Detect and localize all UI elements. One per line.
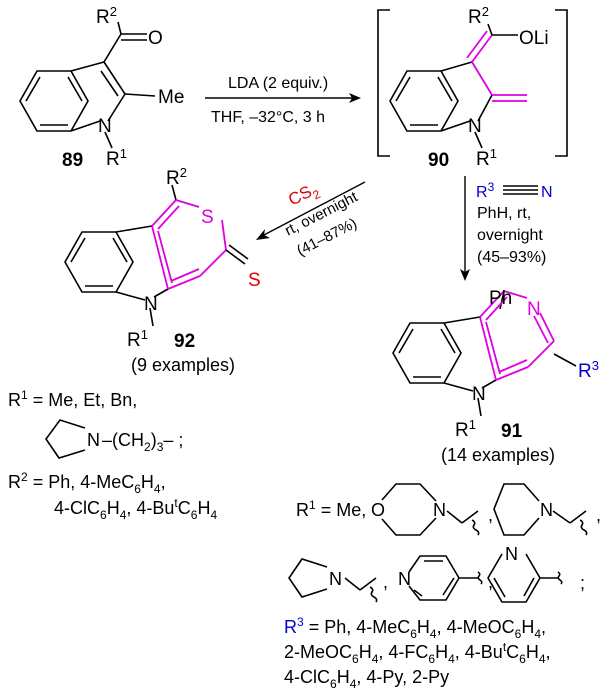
- separator-2: ,: [596, 505, 601, 525]
- reaction-arrow-2: [261, 181, 366, 237]
- c91-examples: (14 examples): [441, 445, 555, 465]
- c91-r1: R1: [455, 417, 476, 441]
- c92-examples: (9 examples): [131, 355, 235, 375]
- morpholine-nitrogen: N: [433, 500, 446, 520]
- right-r3-definition: R3 = Ph, 4-MeC6H4, 4-MeOC6H4,: [284, 615, 546, 641]
- c91-nitrogen: N: [472, 384, 486, 405]
- step3-conditions-1: PhH, rt,: [477, 205, 531, 222]
- step3-nitrile-n: N: [541, 184, 553, 201]
- compound-91: [392, 290, 577, 417]
- step1-conditions: THF, –32°C, 3 h: [211, 109, 325, 126]
- c91-phenyl: Ph: [489, 288, 512, 309]
- arrowhead-1: [349, 93, 361, 103]
- left-r2-definition: R2 = Ph, 4-MeC6H4,: [8, 470, 166, 496]
- 4-pyridyl-group: [408, 555, 483, 601]
- pyrrolidine-nitrogen: N: [329, 569, 342, 589]
- c92-r2: R2: [166, 165, 187, 189]
- step3-conditions-2: overnight: [477, 227, 543, 244]
- nitrile-bond: [503, 185, 538, 195]
- 3-pyridyl-nitrogen: N: [505, 544, 518, 564]
- c89-r1: R1: [106, 146, 127, 170]
- bracket-left: [377, 9, 390, 157]
- right-r3-definition-line2: 2-MeOC6H4, 4-FC6H4, 4-ButC6H4,: [284, 640, 551, 666]
- compound-90: [389, 61, 493, 149]
- pyrrolidinomethyl-group: [288, 558, 378, 603]
- left-r1-definition: R1 = Me, Et, Bn,: [8, 388, 137, 410]
- 3-pyridyl-group: [487, 553, 563, 603]
- compound-92-highlight: [151, 199, 227, 290]
- separator-3: ,: [383, 572, 388, 592]
- c92-ring-sulfur: S: [201, 207, 214, 228]
- compound-91-highlight: [479, 290, 555, 381]
- 4-pyridyl-nitrogen: N: [398, 569, 411, 589]
- c92-nitrogen: N: [144, 294, 158, 315]
- arrowhead-2: [256, 229, 270, 240]
- left-r2-definition-cont: 4-ClC6H4, 4-ButC6H4: [54, 496, 217, 522]
- c91-ring-nitrogen: N: [527, 299, 541, 320]
- right-r1-definition: R1 = Me,: [296, 498, 366, 520]
- pyrrolidine-ring-left: [45, 419, 86, 459]
- c89-label: 89: [62, 150, 83, 171]
- left-alkyl-chain: –(CH2)3– ;: [102, 430, 183, 454]
- c90-r2: R2: [468, 4, 489, 28]
- c91-r3: R3: [578, 358, 599, 382]
- compound-92: [64, 184, 177, 327]
- compound-90-highlight: [466, 30, 527, 102]
- right-r3-definition-line3: 4-ClC6H4, 4-Py, 2-Py: [284, 667, 449, 691]
- c90-r1: R1: [476, 146, 497, 170]
- c89-r2: R2: [96, 4, 117, 28]
- left-pyrrolidine-n: N: [87, 430, 100, 450]
- c90-oli: OLi: [519, 28, 549, 49]
- piperidinomethyl-group: [493, 483, 588, 536]
- c90-nitrogen: N: [468, 116, 482, 137]
- c89-methyl: Me: [158, 87, 184, 108]
- c92-label: 92: [174, 331, 195, 352]
- bracket-right: [555, 9, 568, 157]
- morpholine-oxygen: O: [371, 500, 385, 520]
- morpholinomethyl-group: [381, 483, 480, 536]
- c89-oxygen: O: [148, 28, 163, 49]
- c89-nitrogen: N: [98, 116, 112, 137]
- compound-89: [19, 21, 156, 149]
- arrowhead-3: [460, 269, 470, 281]
- step3-r3: R3: [476, 180, 495, 201]
- separator-5: ;: [580, 573, 585, 593]
- separator-1: ,: [488, 505, 493, 525]
- step1-reagent: LDA (2 equiv.): [228, 75, 328, 92]
- step3-yield: (45–93%): [477, 249, 546, 266]
- c91-label: 91: [501, 421, 523, 442]
- piperidine-nitrogen: N: [540, 500, 553, 520]
- c90-label: 90: [428, 150, 449, 171]
- c92-exo-sulfur: S: [248, 270, 261, 291]
- c92-r1: R1: [127, 327, 148, 351]
